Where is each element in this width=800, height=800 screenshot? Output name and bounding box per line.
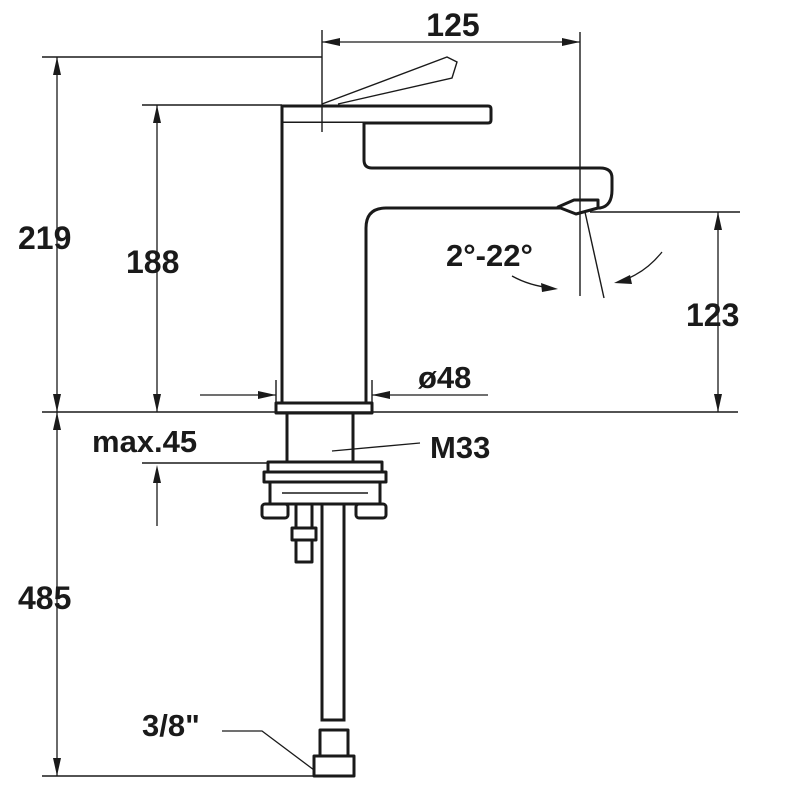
dim-48-arrow-right bbox=[372, 391, 390, 399]
label-219: 219 bbox=[18, 220, 71, 256]
angle-ray-line bbox=[584, 211, 605, 299]
dimension-labels: 125 219 188 2°-22° 123 ø48 max.45 M33 48… bbox=[18, 7, 739, 743]
connector-left-nut bbox=[290, 526, 318, 542]
dim-45-arrow bbox=[153, 465, 161, 483]
faucet-column-spout bbox=[280, 123, 614, 407]
dim-188-arrow-top bbox=[153, 105, 161, 123]
connection-leader bbox=[222, 730, 315, 771]
connector-left bbox=[294, 502, 314, 530]
supply-hose bbox=[320, 502, 346, 722]
label-485: 485 bbox=[18, 580, 71, 616]
label-125: 125 bbox=[426, 7, 479, 43]
connector-left-tail bbox=[294, 538, 314, 564]
angle-arrow-right bbox=[614, 275, 632, 284]
label-diameter: ø48 bbox=[418, 360, 471, 395]
dim-485-arrow-top bbox=[53, 412, 61, 430]
lever-top-plate bbox=[280, 104, 493, 125]
nut-right bbox=[354, 502, 388, 520]
dim-125-arrow-right bbox=[562, 38, 580, 46]
dim-123-arrow-top bbox=[714, 212, 722, 230]
label-188: 188 bbox=[126, 244, 179, 280]
aerator bbox=[556, 198, 600, 216]
faucet-body bbox=[274, 56, 614, 465]
mounting-shank bbox=[285, 411, 355, 465]
angle-arrow-left bbox=[541, 283, 558, 292]
label-123: 123 bbox=[686, 297, 739, 333]
dim-485-arrow-bottom bbox=[53, 758, 61, 776]
dim-219-arrow-top bbox=[53, 57, 61, 75]
lever-raised-outline bbox=[321, 56, 458, 105]
dim-125-arrow-left bbox=[322, 38, 340, 46]
nut-left bbox=[260, 502, 290, 520]
extension-lines bbox=[42, 30, 740, 777]
dim-188-arrow-bottom bbox=[153, 394, 161, 412]
label-angle: 2°-22° bbox=[446, 238, 533, 273]
label-m33: M33 bbox=[430, 430, 490, 465]
label-connection: 3/8" bbox=[142, 708, 200, 743]
m33-leader bbox=[331, 442, 421, 452]
hose-end-nut bbox=[312, 754, 356, 778]
dim-123-arrow-bottom bbox=[714, 394, 722, 412]
dim-219-arrow-bottom bbox=[53, 394, 61, 412]
hose-end-fitting bbox=[318, 728, 350, 758]
mounting-hardware bbox=[260, 460, 388, 778]
dim-48-arrow-left bbox=[258, 391, 276, 399]
label-max45: max.45 bbox=[92, 424, 197, 459]
dimension-lines bbox=[53, 38, 722, 776]
